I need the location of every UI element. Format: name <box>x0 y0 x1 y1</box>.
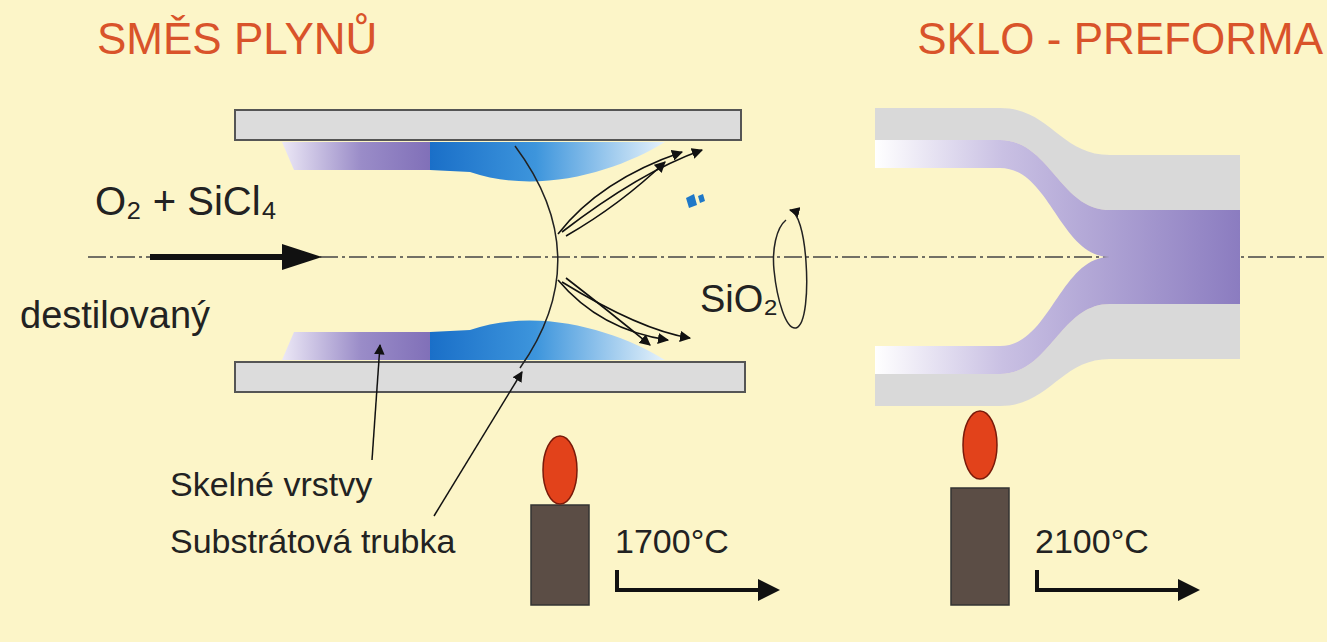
flame <box>543 436 577 504</box>
traverse-arrow <box>758 579 780 601</box>
part-label: Substrátová trubka <box>170 522 455 561</box>
burner <box>531 505 589 605</box>
glass-layers <box>282 142 665 181</box>
traverse-arrow <box>1037 570 1182 590</box>
leader-line <box>434 372 522 516</box>
gas-label: O₂ + SiCl₄ <box>95 178 277 224</box>
temperature-label: 1700°C <box>615 522 729 561</box>
reaction-front <box>515 146 558 368</box>
flame <box>963 411 997 479</box>
preform <box>875 257 1240 406</box>
gas-inlet-arrow <box>150 254 285 260</box>
product-label: SiO₂ <box>700 278 778 322</box>
burner <box>951 488 1009 605</box>
leader-line <box>372 345 380 460</box>
gas-label: destilovaný <box>20 294 210 338</box>
soot-flow-arrows <box>558 150 702 345</box>
temperature-label: 2100°C <box>1035 522 1149 561</box>
tube-wall <box>235 110 741 140</box>
preform <box>875 108 1240 257</box>
panel-heading: SMĚS PLYNŮ <box>97 14 377 65</box>
gas-inlet-arrow <box>282 244 322 270</box>
traverse-arrow <box>1178 579 1200 601</box>
panel-heading: SKLO - PREFORMA <box>917 14 1323 65</box>
soot-particle <box>686 194 705 208</box>
rotation-arrow <box>774 210 807 328</box>
traverse-arrow <box>617 570 762 590</box>
tube-wall <box>235 362 745 392</box>
glass-layers <box>282 321 665 360</box>
part-label: Skelné vrstvy <box>170 465 372 504</box>
